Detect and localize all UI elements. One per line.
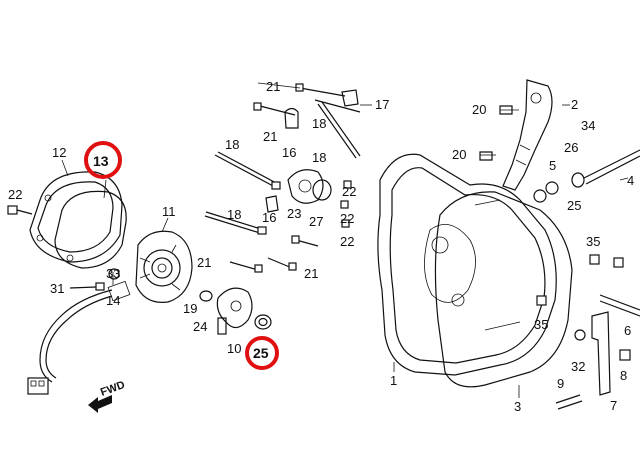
gasket-3 xyxy=(434,191,573,388)
callout-5: 5 xyxy=(549,158,556,173)
callout-9: 9 xyxy=(557,376,564,391)
callout-35-upper: 35 xyxy=(586,234,600,249)
callout-22: 23 xyxy=(287,206,301,221)
right-parts xyxy=(536,254,640,410)
alternator-cover xyxy=(29,171,123,263)
gasket-13 xyxy=(54,190,127,269)
forward-arrow-icon xyxy=(88,395,112,413)
callout-21-mid: 21 xyxy=(197,255,211,270)
callout-23-c: 22 xyxy=(340,234,354,249)
pulse-generator-10 xyxy=(216,287,253,335)
bolt-20-lower xyxy=(479,151,493,161)
callout-6: 6 xyxy=(624,323,631,338)
callout-18-mid: 18 xyxy=(227,207,241,222)
callout-26[interactable]: 25 xyxy=(253,345,269,361)
leader-lines xyxy=(61,82,629,398)
callout-14: 14 xyxy=(106,293,120,308)
callout-18-right2: 18 xyxy=(312,150,326,165)
callout-21-top: 21 xyxy=(266,79,280,94)
callout-23-a: 22 xyxy=(342,184,356,199)
crankcase-cover-1 xyxy=(377,153,557,376)
callout-16-lower: 16 xyxy=(262,210,276,225)
callout-12: 12 xyxy=(52,145,66,160)
oil-seal-26 xyxy=(254,314,272,330)
callout-20-upper: 20 xyxy=(472,102,486,117)
callout-2: 2 xyxy=(571,97,578,112)
callout-35-lower: 35 xyxy=(534,317,548,332)
callout-21-upper: 21 xyxy=(263,129,277,144)
highlight-ring-26 xyxy=(245,336,279,370)
bolt-20-upper xyxy=(499,105,513,115)
callout-33: 33 xyxy=(106,266,120,281)
callout-32: 32 xyxy=(571,359,585,374)
washer-19 xyxy=(199,290,213,302)
callout-23-left: 22 xyxy=(8,187,22,202)
callout-7: 7 xyxy=(610,398,617,413)
callout-24: 24 xyxy=(193,319,207,334)
callout-16: 16 xyxy=(282,145,296,160)
callout-8: 8 xyxy=(620,368,627,383)
callout-4: 4 xyxy=(627,173,634,188)
oil-pump-parts xyxy=(108,89,359,280)
callout-10: 10 xyxy=(227,341,241,356)
callout-20-lower: 20 xyxy=(452,147,466,162)
callout-18-right: 18 xyxy=(312,116,326,131)
rotor-11 xyxy=(135,230,193,303)
callout-34: 34 xyxy=(581,118,595,133)
callout-29: 27 xyxy=(309,214,323,229)
callout-18-upper: 18 xyxy=(225,137,239,152)
callout-1: 1 xyxy=(390,373,397,388)
forward-label: FWD xyxy=(99,379,127,399)
stator-wire xyxy=(27,280,131,395)
callout-13[interactable]: 13 xyxy=(93,153,109,169)
callout-25: 25 xyxy=(567,198,581,213)
shaft-4 xyxy=(533,149,640,203)
callout-23-b: 22 xyxy=(340,211,354,226)
callout-31: 31 xyxy=(50,281,64,296)
bolts xyxy=(7,83,361,291)
callout-21-lower: 21 xyxy=(304,266,318,281)
callout-19: 19 xyxy=(183,301,197,316)
callout-3: 3 xyxy=(514,399,521,414)
callout-labels: 22 12 13 31 33 14 11 19 24 10 25 21 18 1… xyxy=(8,79,634,414)
callout-17: 17 xyxy=(375,97,389,112)
callout-27: 26 xyxy=(564,140,578,155)
lever-2 xyxy=(502,79,553,191)
highlight-ring-13 xyxy=(84,141,122,179)
callout-11: 11 xyxy=(162,204,176,219)
